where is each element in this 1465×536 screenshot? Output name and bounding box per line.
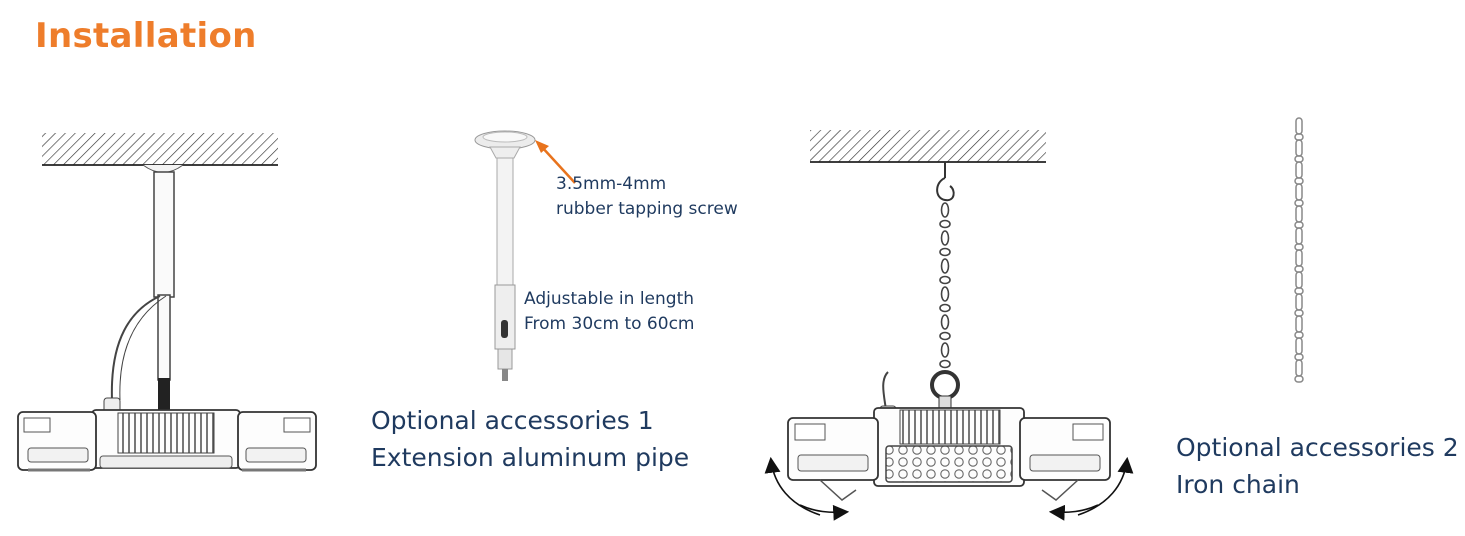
accessory-2-title: Optional accessories 2 bbox=[1176, 433, 1459, 462]
accessory-1-description: Extension aluminum pipe bbox=[371, 443, 690, 472]
chain bbox=[939, 202, 951, 369]
accessory-1-title: Optional accessories 1 bbox=[371, 406, 654, 435]
pipe-mount-illustration bbox=[17, 133, 317, 472]
accessory-2-caption: Optional accessories 2 Iron chain bbox=[1176, 429, 1459, 503]
length-note: Adjustable in length From 30cm to 60cm bbox=[524, 287, 694, 337]
screw-note-line-2: rubber tapping screw bbox=[556, 199, 738, 219]
section-title: Installation bbox=[35, 16, 257, 56]
iron-chain-illustration bbox=[1294, 117, 1304, 383]
chain-mount-illustration bbox=[764, 130, 1134, 521]
accessory-1-caption: Optional accessories 1 Extension aluminu… bbox=[371, 402, 689, 476]
extension-pipe-illustration bbox=[474, 130, 576, 381]
accessory-2-description: Iron chain bbox=[1176, 470, 1300, 499]
length-note-line-2: From 30cm to 60cm bbox=[524, 314, 695, 334]
screw-note: 3.5mm-4mm rubber tapping screw bbox=[556, 172, 738, 222]
length-note-line-1: Adjustable in length bbox=[524, 289, 695, 309]
screw-note-line-1: 3.5mm-4mm bbox=[556, 174, 667, 194]
